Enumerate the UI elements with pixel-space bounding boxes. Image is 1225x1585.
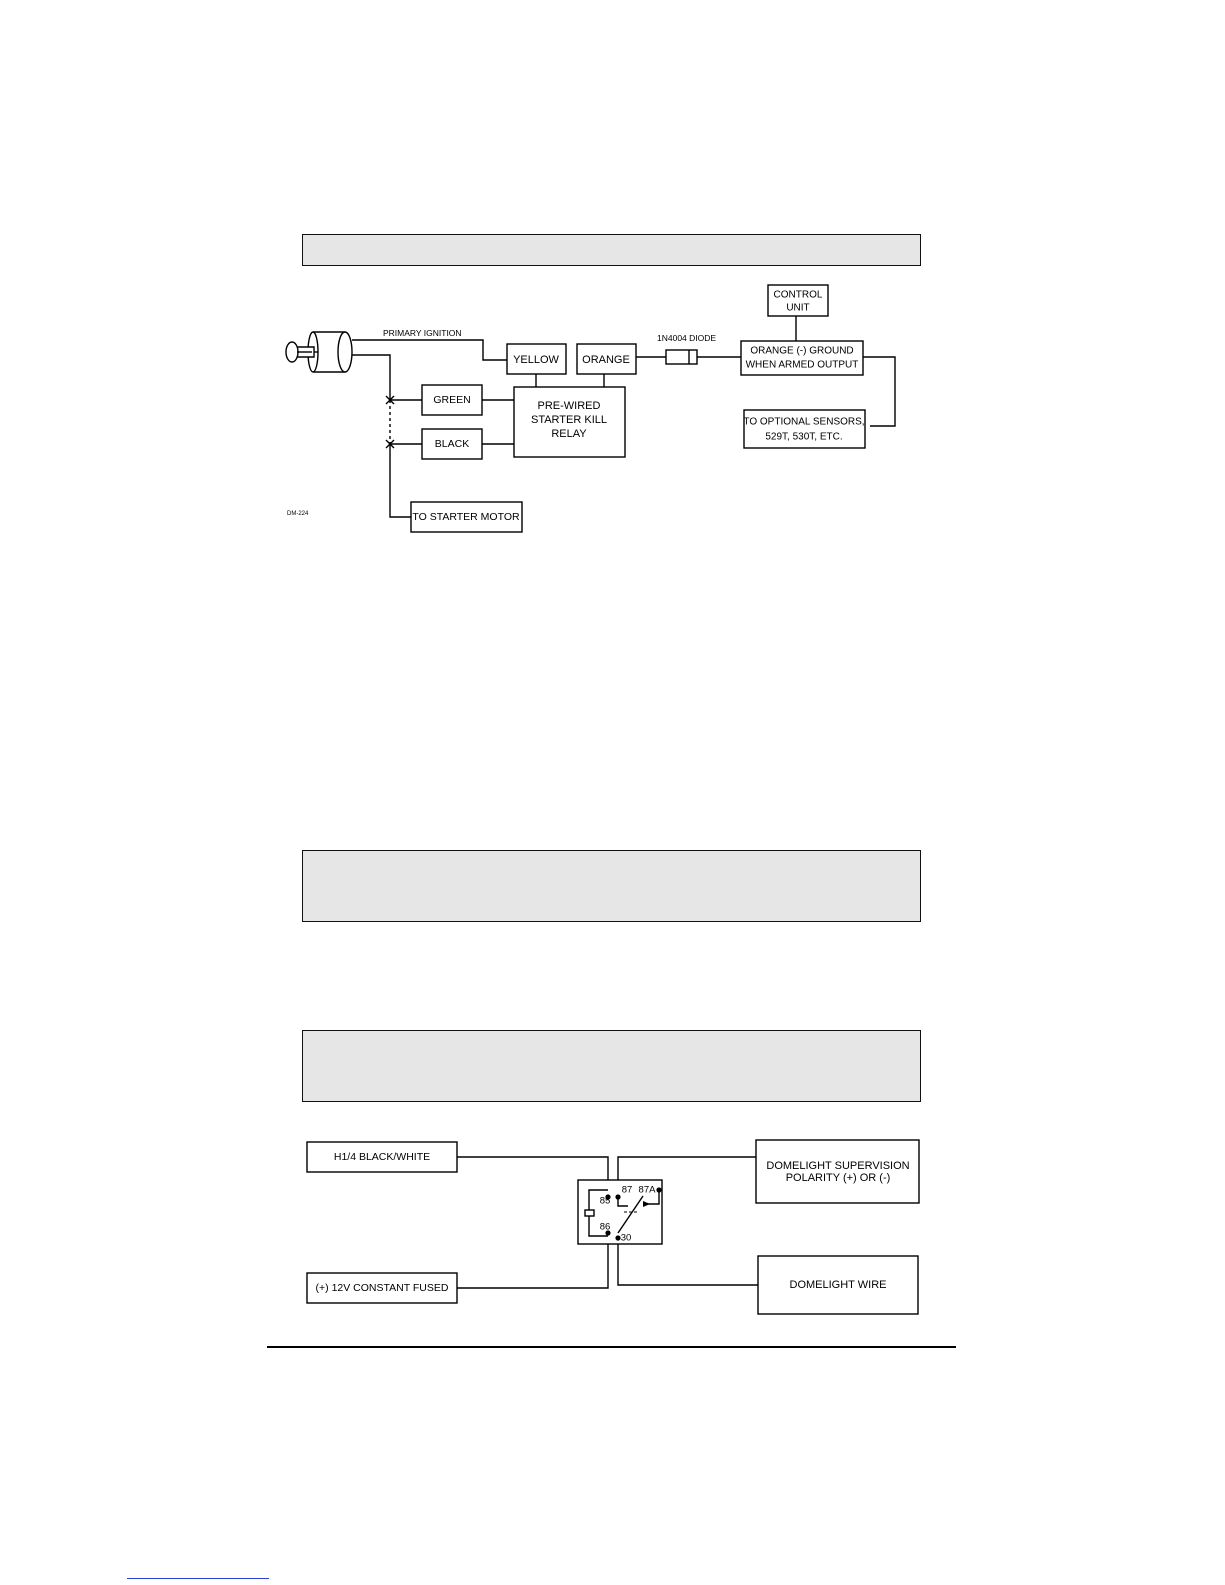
h14-wire-box xyxy=(306,1141,458,1173)
domelight-relay-diagram: 85 87 87A 86 30 H1/4 BLACK/WHITE (+) 12V… xyxy=(306,1139,920,1315)
supervision-label-line2: POLARITY (+) OR (-) xyxy=(786,1172,891,1184)
control-unit-box xyxy=(767,284,829,317)
black-wire-box xyxy=(421,428,483,460)
pin-30-label: 30 xyxy=(621,1233,632,1244)
diode-label: 1N4004 DIODE xyxy=(657,333,716,343)
relay-label-line1: PRE-WIRED xyxy=(538,400,601,412)
orange-ground-output-box xyxy=(740,340,864,376)
starter-kill-diagram: PRIMARY IGNITION 1N4004 DIODE YELLOW ORA… xyxy=(285,284,896,533)
relay-switch-icon xyxy=(617,1190,660,1234)
yellow-label: YELLOW xyxy=(513,354,559,366)
relay-label-line3: RELAY xyxy=(551,428,587,440)
orange-wire-box xyxy=(576,343,637,375)
starter-kill-relay-box xyxy=(513,386,626,458)
sensors-label-line2: 529T, 530T, ETC. xyxy=(765,432,842,443)
pin-87a-label: 87A xyxy=(639,1185,657,1196)
yellow-wire-box xyxy=(506,343,567,375)
figure-id: DM-224 xyxy=(287,511,309,517)
diode-icon xyxy=(665,349,698,365)
orange-ground-label-line2: WHEN ARMED OUTPUT xyxy=(746,360,859,371)
note-box-1 xyxy=(302,234,921,266)
relay-coil-icon xyxy=(584,1189,608,1237)
pin-87-label: 87 xyxy=(622,1185,633,1196)
cut-mark-icon xyxy=(385,395,395,405)
key-icon xyxy=(285,341,315,363)
supervision-label-line1: DOMELIGHT SUPERVISION xyxy=(766,1160,909,1172)
domelight-wire-label: DOMELIGHT WIRE xyxy=(790,1279,887,1291)
starter-motor-box xyxy=(410,501,523,533)
domelight-wire-box xyxy=(757,1255,919,1315)
pin-86-label: 86 xyxy=(600,1222,611,1233)
note-box-3 xyxy=(302,1030,921,1102)
control-unit-label-line2: UNIT xyxy=(786,303,809,314)
cut-mark-icon xyxy=(385,439,395,449)
domelight-supervision-box xyxy=(755,1139,920,1204)
orange-ground-label-line1: ORANGE (-) GROUND xyxy=(750,346,853,357)
h14-label: H1/4 BLACK/WHITE xyxy=(334,1151,430,1163)
pin-85-label: 85 xyxy=(600,1196,611,1207)
optional-sensors-box xyxy=(743,409,866,449)
footer-link-underline[interactable] xyxy=(127,1578,269,1579)
black-label: BLACK xyxy=(435,438,469,450)
starter-motor-label: TO STARTER MOTOR xyxy=(412,511,520,523)
constant-fused-box xyxy=(306,1272,458,1304)
page-rule xyxy=(267,1346,956,1348)
green-wire-box xyxy=(421,384,483,416)
orange-label: ORANGE xyxy=(582,354,630,366)
primary-ignition-label: PRIMARY IGNITION xyxy=(383,328,462,338)
note-box-2 xyxy=(302,850,921,922)
sensors-label-line1: TO OPTIONAL SENSORS, xyxy=(743,417,864,428)
relay-label-line2: STARTER KILL xyxy=(531,414,607,426)
constant-fused-label: (+) 12V CONSTANT FUSED xyxy=(316,1282,449,1294)
control-unit-label-line1: CONTROL xyxy=(774,290,823,301)
green-label: GREEN xyxy=(433,394,470,406)
